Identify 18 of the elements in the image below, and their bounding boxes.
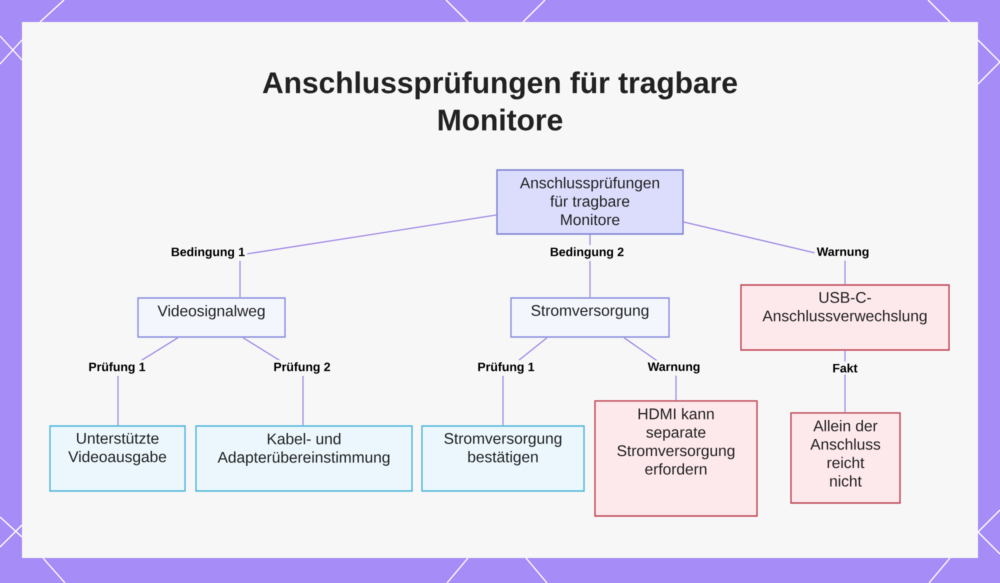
warning-box: Allein der Anschluss reicht nicht <box>790 412 901 504</box>
warning-box: HDMI kann separate Stromversorgung erfordern <box>594 400 758 517</box>
category-box: Stromversorgung <box>510 297 670 338</box>
connector-line <box>239 214 496 298</box>
edge-label: Prüfung 1 <box>475 360 537 376</box>
edge-label: Warnung <box>814 245 872 261</box>
edge-label: Prüfung 2 <box>271 360 333 376</box>
edge-label: Prüfung 1 <box>86 360 148 376</box>
step-box: Stromversorgung bestätigen <box>421 425 585 492</box>
edge-label: Bedingung 1 <box>168 245 248 261</box>
warning-box: USB-C- Anschlussverwechslung <box>740 284 950 351</box>
step-box: Unterstützte Videoausgabe <box>49 425 186 492</box>
edge-label: Bedingung 2 <box>548 245 626 261</box>
step-box: Kabel- und Adapterübereinstimmung <box>195 425 413 492</box>
edge-label: Warnung <box>646 360 702 376</box>
category-box: Videosignalweg <box>137 297 286 338</box>
topic-box: Anschlussprüfungen für tragbare Monitore <box>496 169 684 235</box>
title: Anschlussprüfungen für tragbare Monitore <box>262 71 737 131</box>
